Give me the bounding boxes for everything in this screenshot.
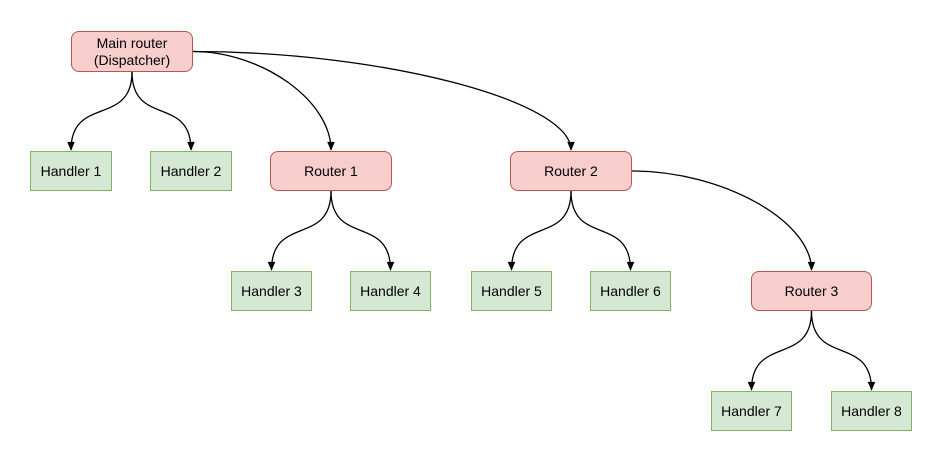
edge-main-to-h1 bbox=[67, 71, 133, 151]
node-router-3: Router 3 bbox=[751, 271, 872, 311]
node-handler-3: Handler 3 bbox=[231, 271, 312, 311]
node-handler-6: Handler 6 bbox=[590, 271, 671, 311]
node-handler-7: Handler 7 bbox=[711, 391, 792, 431]
node-handler-1: Handler 1 bbox=[30, 151, 112, 191]
edge-r2-to-h5 bbox=[507, 190, 572, 271]
edge-r2-to-h6 bbox=[570, 190, 635, 271]
node-handler-5: Handler 5 bbox=[471, 271, 552, 311]
node-handler-4: Handler 4 bbox=[350, 271, 431, 311]
edge-r3-to-h7 bbox=[747, 310, 813, 391]
node-main-router-dispatcher: Main router (Dispatcher) bbox=[71, 31, 193, 72]
node-router-2: Router 2 bbox=[510, 151, 632, 191]
node-handler-2: Handler 2 bbox=[150, 151, 232, 191]
edge-main-to-r2 bbox=[192, 50, 575, 151]
edge-r3-to-h8 bbox=[810, 310, 876, 391]
edge-r1-to-h3 bbox=[267, 190, 332, 271]
edge-main-to-r1 bbox=[192, 50, 335, 151]
edge-r2-to-r3 bbox=[631, 170, 816, 271]
node-handler-8: Handler 8 bbox=[831, 391, 912, 431]
node-router-1: Router 1 bbox=[270, 151, 392, 191]
edge-main-to-h2 bbox=[131, 71, 195, 151]
edge-r1-to-h4 bbox=[330, 190, 395, 271]
